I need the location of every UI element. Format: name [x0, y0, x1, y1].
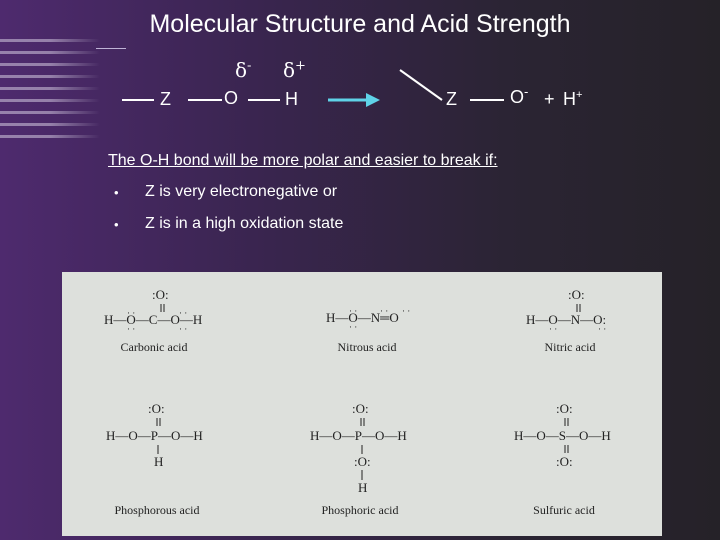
svg-text:· ·: · · — [127, 324, 135, 334]
partial-negative-charge: δ- — [235, 58, 251, 82]
proton-h: H — [563, 89, 576, 109]
svg-text:· ·: · · — [349, 322, 357, 330]
svg-text:· ·: · · — [380, 306, 388, 316]
background-streaks — [0, 30, 100, 140]
delta-minus-symbol: δ — [235, 58, 248, 82]
proton-charge: + — [576, 89, 583, 101]
delta-plus-symbol: δ — [283, 58, 296, 82]
acid-name-phosphoric: Phosphoric acid — [321, 503, 399, 517]
svg-text:H—O—S—O—H: H—O—S—O—H — [514, 428, 611, 443]
explanation-heading: The O-H bond will be more polar and easi… — [108, 152, 498, 169]
bond-z-o-right — [470, 99, 504, 101]
svg-text:· ·: · · — [179, 308, 187, 318]
atom-h-left: H — [285, 89, 298, 109]
svg-text:H—O—C—O—H: H—O—C—O—H — [104, 312, 202, 327]
phosphoric-acid-structure: :O: H—O—P—O—H :O: H — [310, 401, 407, 495]
svg-text::O:: :O: — [556, 454, 573, 469]
svg-text:H: H — [154, 454, 163, 469]
plus-sign: + — [544, 89, 555, 109]
svg-text:H—O—P—O—H: H—O—P—O—H — [310, 428, 407, 443]
nitrous-acid-structure: H—O—N═O · · · · · · · · — [326, 306, 410, 330]
svg-text::O:: :O: — [152, 287, 169, 302]
svg-text:· ·: · · — [402, 306, 410, 316]
atom-z-left: Z — [160, 89, 171, 109]
svg-text:· ·: · · — [127, 308, 135, 318]
bond-angle-icon — [399, 69, 443, 101]
bullet-text-1: Z is very electronegative or — [145, 183, 338, 200]
oxide-o: O — [510, 87, 525, 107]
title-rule — [96, 48, 126, 49]
svg-text:H—O—N═O: H—O—N═O — [326, 310, 399, 325]
svg-text:· ·: · · — [549, 324, 557, 334]
acid-name-nitrous: Nitrous acid — [337, 340, 397, 354]
proton: H+ — [563, 89, 582, 110]
svg-text:· ·: · · — [179, 324, 187, 334]
svg-text:H: H — [358, 480, 367, 495]
atom-z-right: Z — [446, 89, 457, 109]
bullet-marker-2: • — [114, 217, 119, 232]
bullet-marker-1: • — [114, 185, 119, 200]
nitric-acid-structure: :O: H—O—N—O: · · · · — [526, 287, 606, 334]
sulfuric-acid-structure: :O: H—O—S—O—H :O: — [514, 401, 611, 469]
bond-o-h — [248, 99, 280, 101]
acid-name-phosphorous: Phosphorous acid — [114, 503, 200, 517]
svg-text:· ·: · · — [349, 306, 357, 316]
phosphorous-acid-structure: :O: H—O—P—O—H H — [106, 401, 203, 469]
slide-title: Molecular Structure and Acid Strength — [149, 10, 571, 38]
reaction-arrow-icon — [328, 93, 380, 107]
acid-name-carbonic: Carbonic acid — [120, 340, 188, 354]
acid-name-sulfuric: Sulfuric acid — [533, 503, 595, 517]
delta-plus-sign: + — [295, 58, 306, 74]
oxide-charge: - — [524, 84, 529, 99]
oxyacid-structures-panel: :O: H—O—C—O—H · · · · · · · · Carbonic a… — [62, 272, 662, 536]
svg-text::O:: :O: — [354, 454, 371, 469]
svg-text::O:: :O: — [352, 401, 369, 416]
svg-text:H—O—N—O:: H—O—N—O: — [526, 312, 606, 327]
svg-text:H—O—P—O—H: H—O—P—O—H — [106, 428, 203, 443]
svg-text::O:: :O: — [556, 401, 573, 416]
svg-text::O:: :O: — [568, 287, 585, 302]
svg-text:· ·: · · — [598, 324, 606, 334]
bullet-text-2: Z is in a high oxidation state — [145, 215, 344, 232]
acid-name-nitric: Nitric acid — [544, 340, 596, 354]
bond-left-stub — [122, 99, 154, 101]
atom-o-left: O — [224, 88, 239, 108]
atom-o-right: O- — [510, 84, 528, 108]
delta-minus-sign: - — [247, 58, 252, 74]
bond-z-o — [188, 99, 222, 101]
partial-positive-charge: δ+ — [283, 58, 306, 82]
svg-text::O:: :O: — [148, 401, 165, 416]
carbonic-acid-structure: :O: H—O—C—O—H · · · · · · · · — [104, 287, 202, 334]
